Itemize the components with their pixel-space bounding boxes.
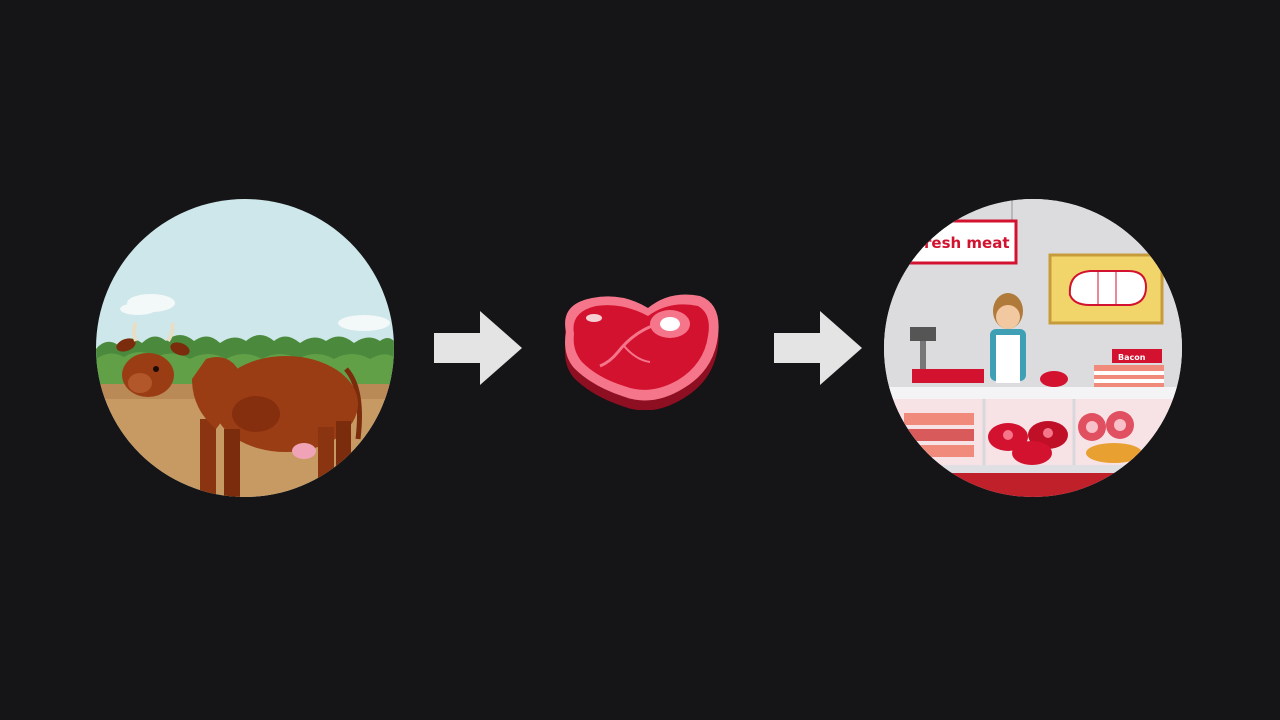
cow-scene-svg (96, 199, 394, 497)
bacon-label: Bacon (1118, 353, 1146, 362)
butcher-shop-illustration: resh meat Bacon (884, 199, 1182, 497)
arrow-right-icon (774, 311, 862, 385)
cow-illustration (96, 199, 394, 497)
arrow-right-icon (434, 311, 522, 385)
butcher-scene-svg: resh meat Bacon (884, 199, 1182, 497)
steak-icon (565, 294, 719, 410)
shop-sign-text: resh meat (924, 234, 1010, 252)
